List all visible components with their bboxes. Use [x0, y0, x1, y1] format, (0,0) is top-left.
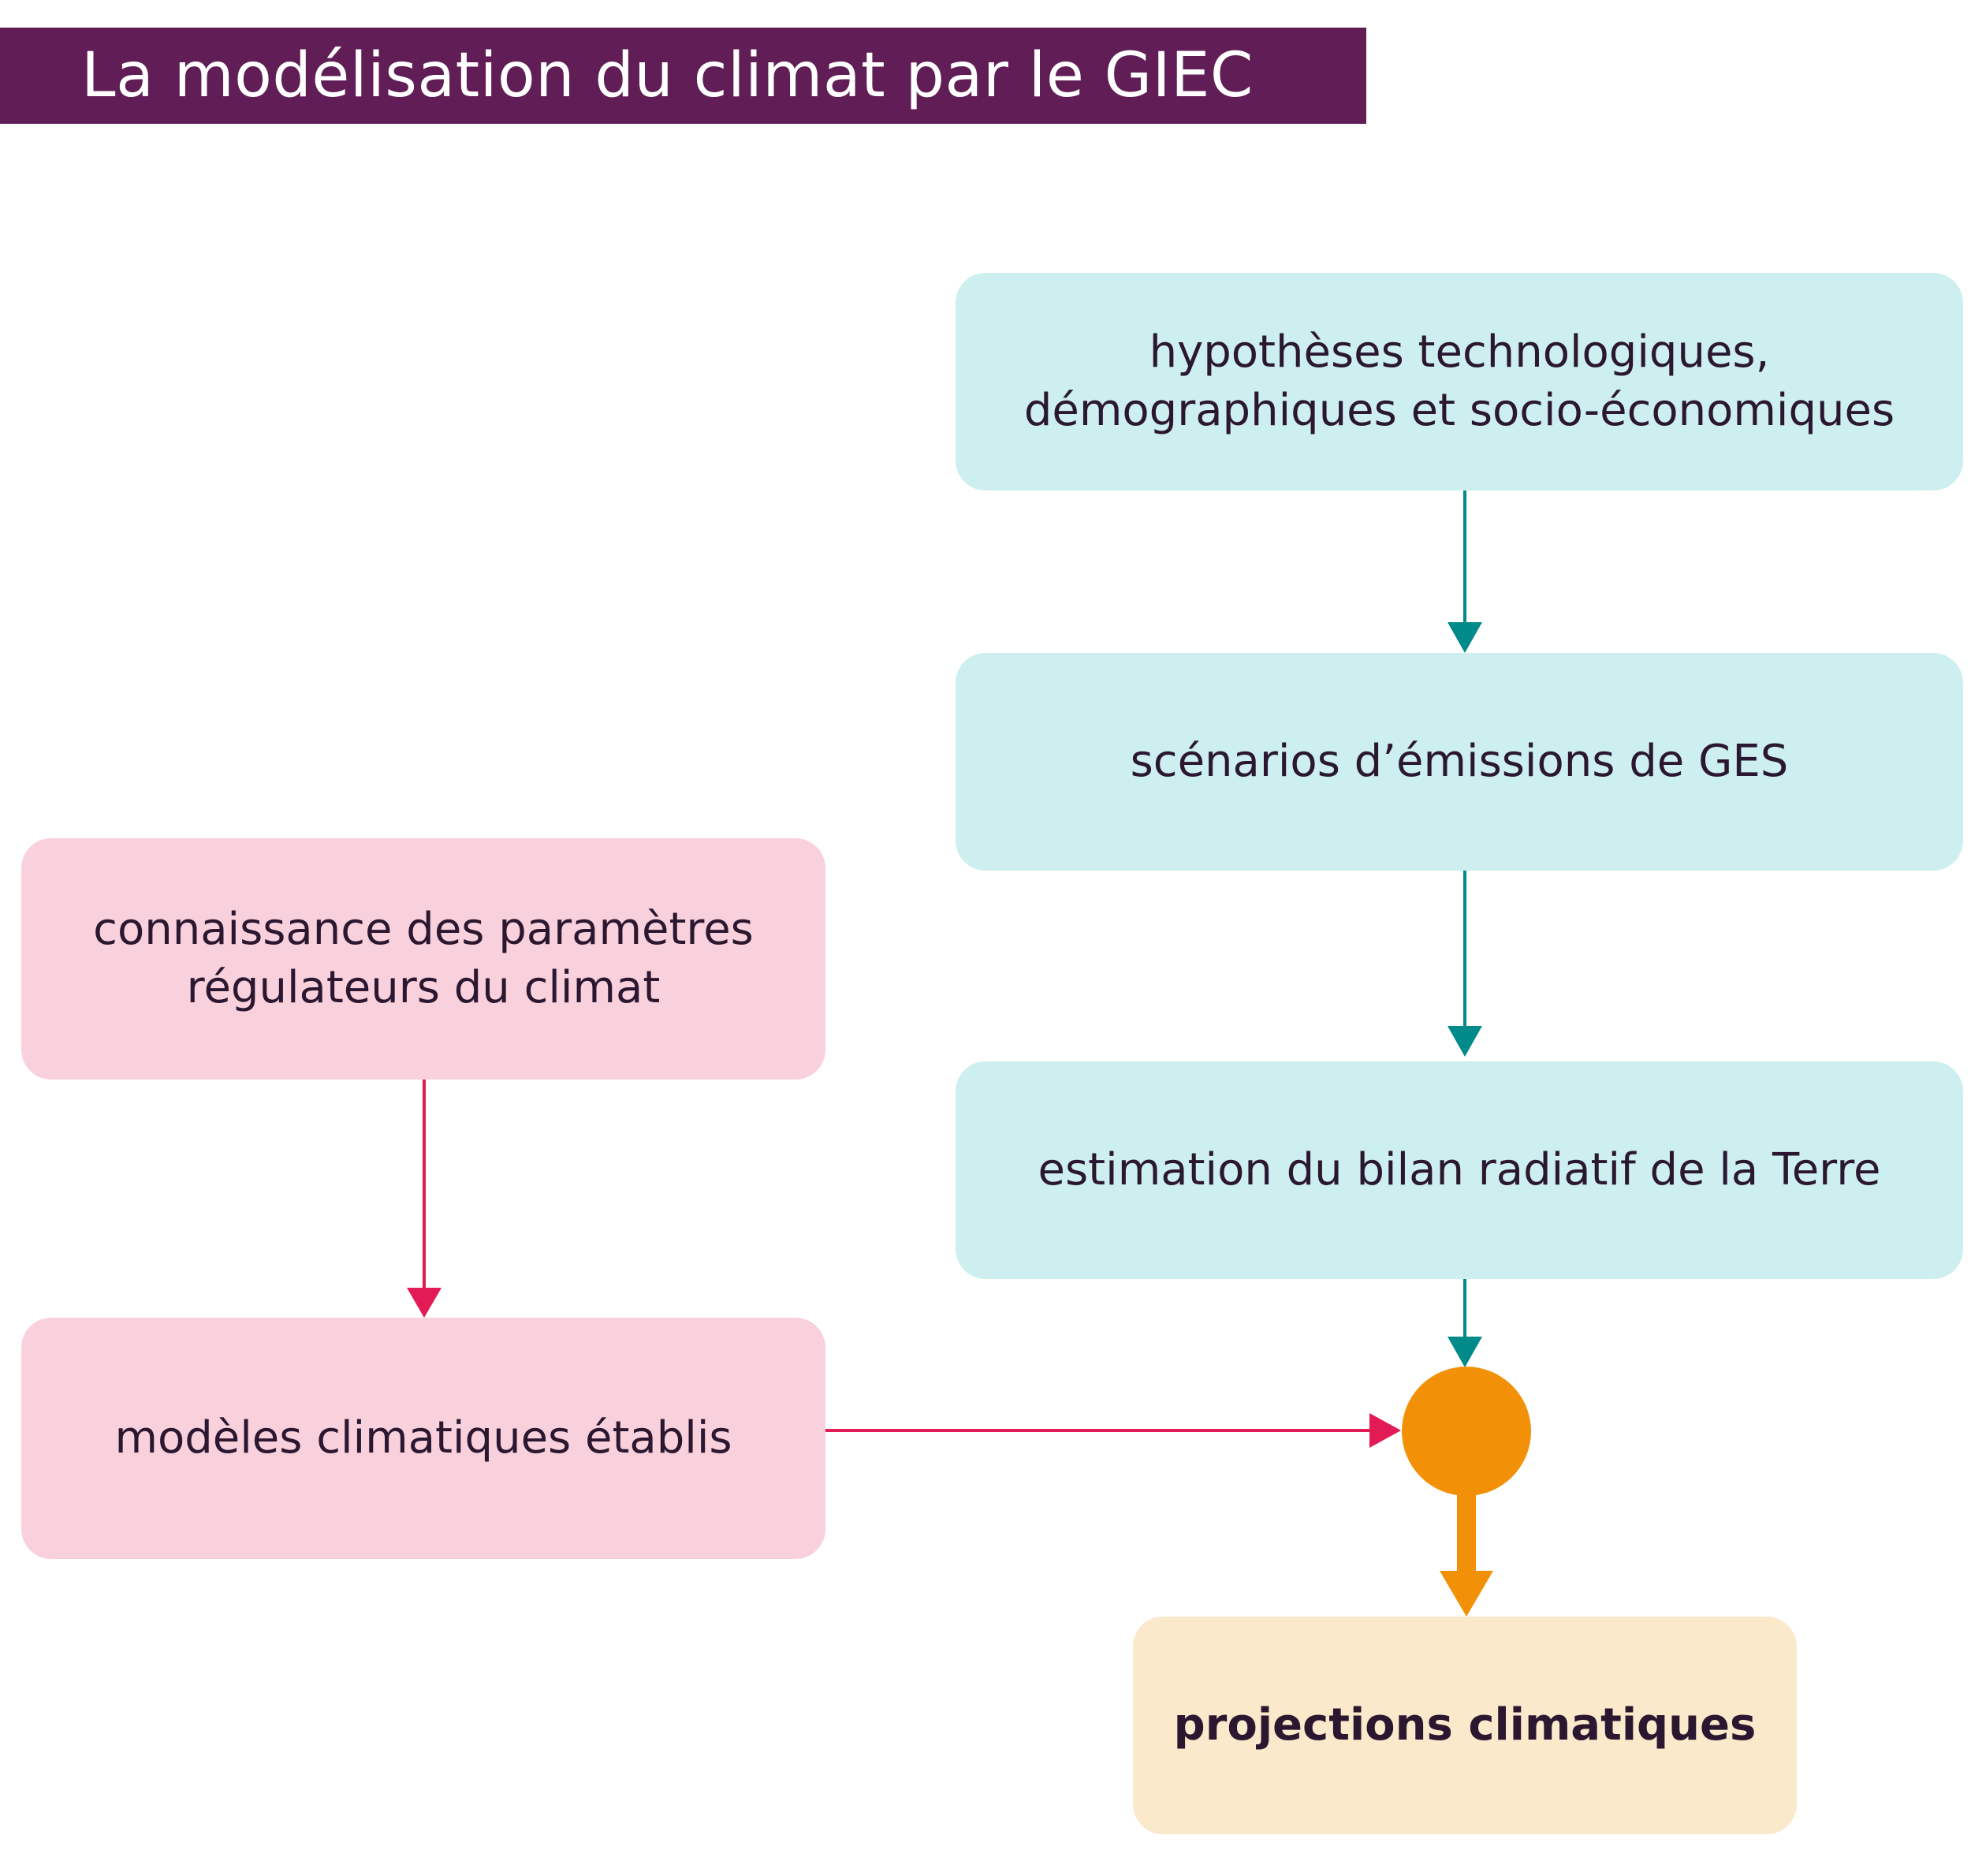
node-projections: projections climatiques — [1133, 1617, 1797, 1834]
node-connaissance-label: connaissance des paramètres régulateurs … — [93, 903, 754, 1013]
node-modeles-label: modèles climatiques établis — [114, 1412, 732, 1464]
junction-circle — [1402, 1367, 1531, 1496]
arrowhead-modeles-to-junction — [1369, 1413, 1401, 1448]
arrowhead-connaissance-to-modeles — [407, 1288, 442, 1318]
arrowhead-hypotheses-to-scenarios — [1448, 622, 1482, 653]
page-title: La modélisation du climat par le GIEC — [81, 40, 1254, 111]
node-modeles: modèles climatiques établis — [21, 1318, 825, 1559]
node-connaissance: connaissance des paramètres régulateurs … — [21, 838, 825, 1080]
node-hypotheses: hypothèses technologiques, démographique… — [956, 273, 1963, 490]
node-estimation-label: estimation du bilan radiatif de la Terre — [1038, 1143, 1881, 1195]
arrow-junction-to-projections — [1457, 1490, 1476, 1574]
node-projections-label: projections climatiques — [1173, 1699, 1757, 1751]
node-scenarios-label: scénarios d’émissions de GES — [1130, 735, 1789, 787]
node-scenarios: scénarios d’émissions de GES — [956, 653, 1963, 871]
node-hypotheses-label: hypothèses technologiques, démographique… — [1023, 326, 1895, 436]
arrowhead-junction-to-projections — [1440, 1571, 1493, 1617]
title-bar: La modélisation du climat par le GIEC — [0, 28, 1366, 124]
arrowhead-scenarios-to-estimation — [1448, 1026, 1482, 1057]
node-estimation: estimation du bilan radiatif de la Terre — [956, 1061, 1963, 1279]
arrowhead-estimation-to-junction — [1448, 1337, 1482, 1367]
